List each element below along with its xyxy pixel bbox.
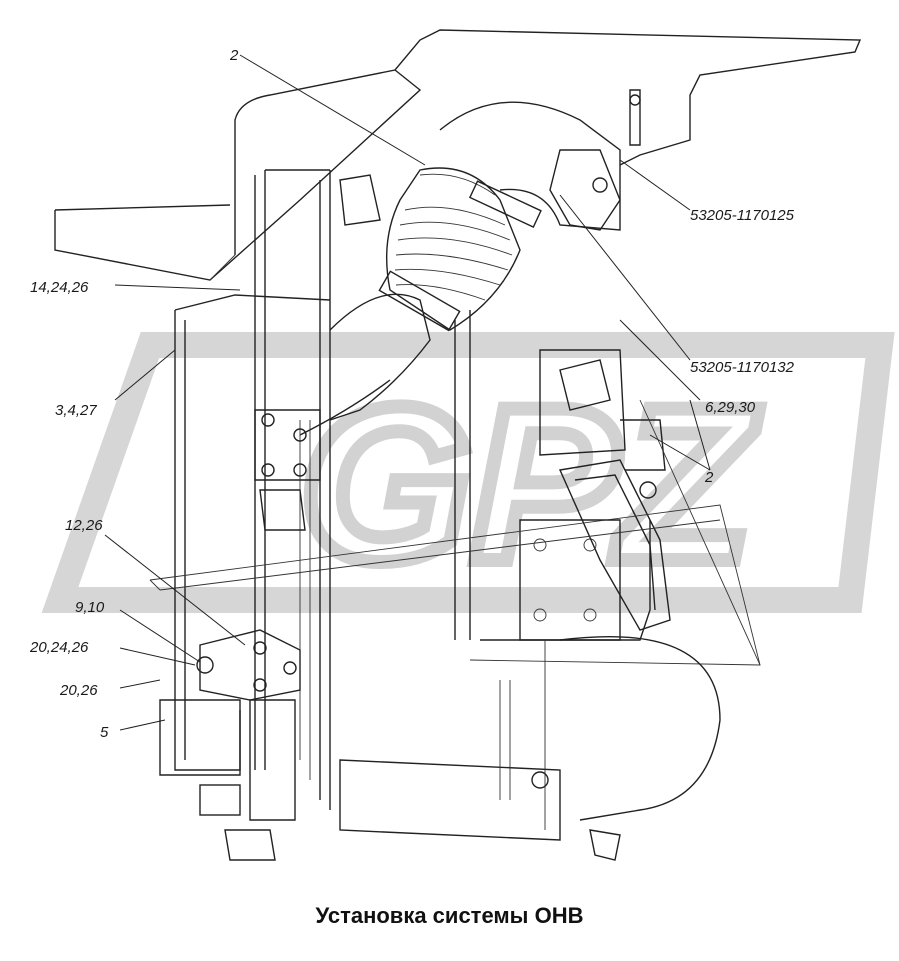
clamp-bracket [549, 89, 641, 231]
callout-53205-1170125: 53205-1170125 [690, 207, 795, 224]
corrugated-hose [386, 167, 521, 331]
callout-53205-1170132: 53205-1170132 [690, 359, 795, 376]
drawing-title: Установка системы ОНВ [315, 903, 584, 928]
callout-2-top: 2 [229, 47, 239, 64]
callout-12-26: 12,26 [65, 517, 103, 534]
callout-3-4-27: 3,4,27 [55, 402, 97, 419]
leader-lines [104, 54, 711, 731]
callout-2-right: 2 [704, 469, 714, 486]
callout-5: 5 [100, 724, 109, 741]
watermark: GPZ [41, 332, 895, 614]
callout-9-10: 9,10 [75, 599, 105, 616]
mount-plate [254, 409, 321, 531]
lower-housing [159, 636, 721, 861]
callout-6-29-30: 6,29,30 [705, 399, 756, 416]
callout-14-24-26: 14,24,26 [30, 279, 89, 296]
watermark-text: GPZ [300, 361, 760, 607]
callout-20-26: 20,26 [59, 682, 98, 699]
callout-labels: 2 53205-1170125 14,24,26 53205-1170132 3… [29, 47, 795, 741]
callout-20-24-26: 20,24,26 [29, 639, 89, 656]
guide-lines [149, 399, 761, 666]
lower-bracket [196, 629, 301, 701]
intake-pipe [299, 101, 621, 436]
upper-bracket [54, 29, 862, 281]
engine-block [519, 349, 671, 641]
main-frame [174, 169, 651, 810]
